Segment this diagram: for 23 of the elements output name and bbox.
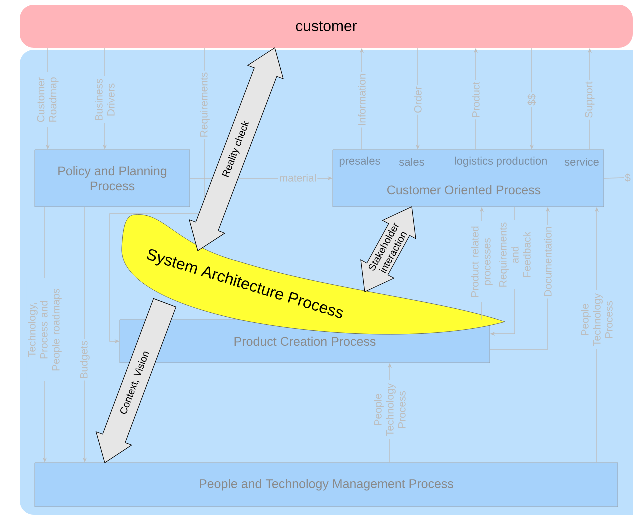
edge-label: Order [412,85,424,115]
block-arrow [189,48,284,252]
customer-band: customer [20,5,633,48]
edge-label: Business Drivers [94,76,116,124]
edge-label: Support [584,80,596,120]
edge-label: $ [624,172,632,184]
edge-label: Customer Roadmap [36,72,60,128]
block-arrow [360,206,416,292]
process-box: Policy and Planning Process [34,150,190,208]
edge-label: Documentation [542,225,554,299]
edge-label: People Technology Process [580,290,614,350]
edge-label: material [278,173,318,183]
process-box: presales sales logistics production service Customer Oriented Process [332,150,604,208]
edge-label: Requirements [198,70,212,140]
edge-label: Product related processes [470,222,494,302]
edge-label: $$ [526,92,538,108]
edge-label: Budgets [78,339,92,381]
edge-label: Technology, Process and People roadmaps [26,278,64,382]
edge-label: Requirements and Feedback [498,220,532,290]
process-box: People and Technology Management Process [34,462,618,508]
edge-label: People Technology Process [372,380,408,440]
edge-label: Information [356,72,368,128]
edge-label: Product [470,80,482,120]
